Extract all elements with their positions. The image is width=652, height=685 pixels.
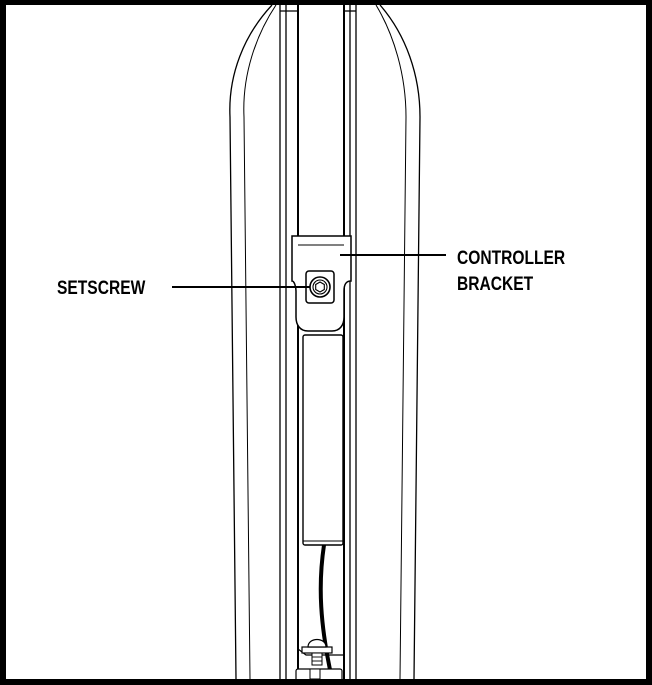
setscrew-callout: SETSCREW	[57, 276, 145, 302]
bottom-screw	[309, 668, 321, 679]
upright-column-drawing	[172, 5, 446, 679]
controller-bracket-callout: CONTROLLER BRACKET	[457, 246, 565, 298]
controller-bracket-label-line1: CONTROLLER	[457, 248, 566, 269]
controller-body	[302, 334, 344, 546]
setscrew-hex-socket	[315, 281, 325, 293]
lower-screw-head	[307, 638, 327, 648]
column-shell-left	[229, 5, 273, 679]
controller-cable	[318, 544, 334, 679]
column-shell-right	[379, 5, 421, 679]
setscrew-ring	[312, 279, 328, 295]
lower-screw-shank	[311, 652, 323, 666]
controller-bracket-label-line2: BRACKET	[457, 274, 534, 295]
column-shell-left-inner	[243, 5, 277, 679]
column-shell-right-inner	[375, 5, 407, 679]
setscrew-label: SETSCREW	[57, 278, 146, 299]
lower-screw-washer	[301, 646, 333, 654]
